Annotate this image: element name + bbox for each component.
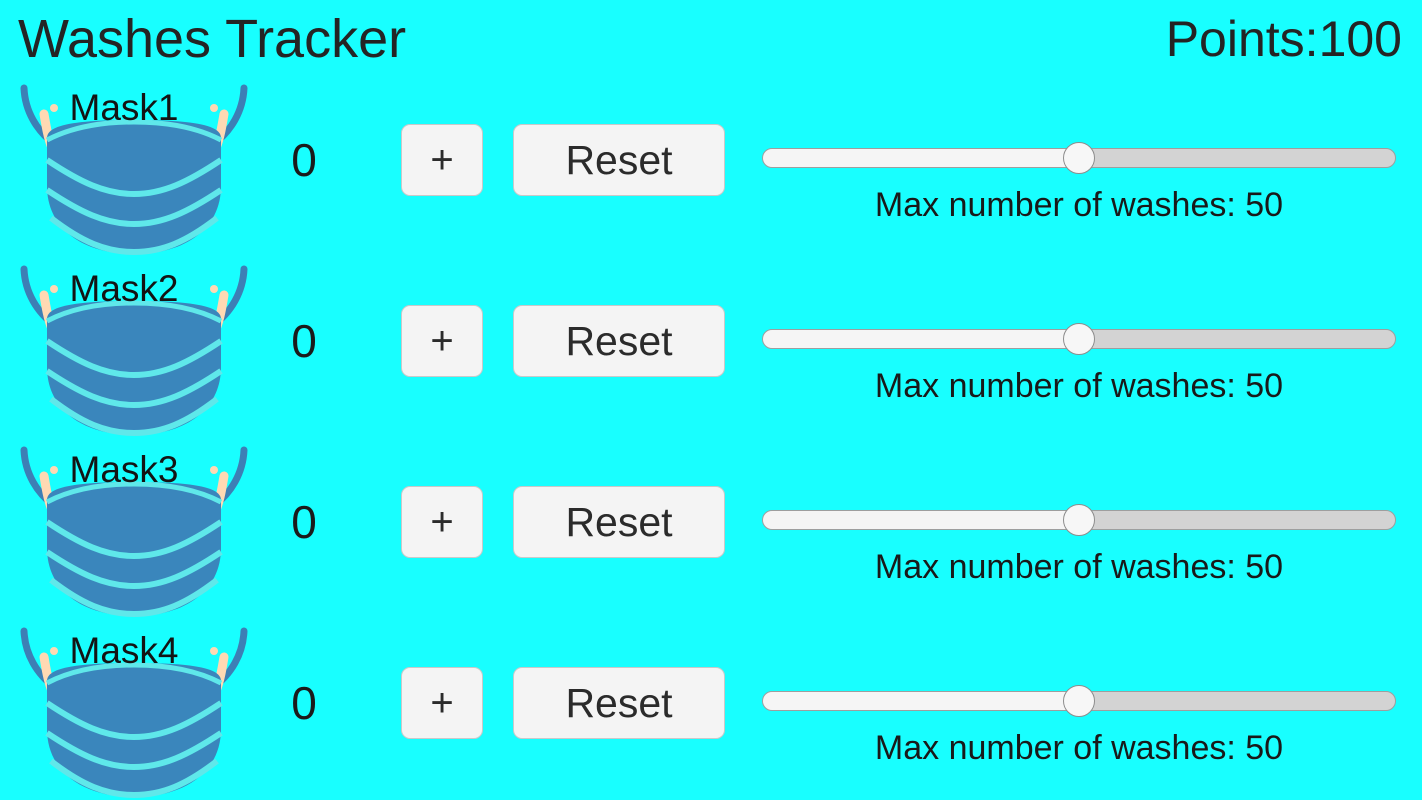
- slider-thumb[interactable]: [1063, 323, 1095, 355]
- reset-button[interactable]: Reset: [513, 667, 725, 739]
- wash-count: 0: [291, 134, 317, 186]
- increment-button[interactable]: +: [401, 486, 483, 558]
- slider-thumb[interactable]: [1063, 685, 1095, 717]
- face-mask-icon: [10, 263, 258, 441]
- max-washes-caption: Max number of washes: 50: [874, 367, 1284, 405]
- max-washes-caption: Max number of washes: 50: [874, 729, 1284, 767]
- increment-button[interactable]: +: [401, 667, 483, 739]
- max-washes-caption: Max number of washes: 50: [874, 186, 1284, 224]
- mask-row: Mask2 0 + Reset Max number of washes: 50: [0, 261, 1422, 442]
- app-header: Washes Tracker Points:100: [0, 0, 1422, 80]
- wash-count: 0: [291, 315, 317, 367]
- increment-button[interactable]: +: [401, 305, 483, 377]
- max-washes-caption: Max number of washes: 50: [874, 548, 1284, 586]
- points-display: Points:100: [1166, 6, 1402, 72]
- face-mask-icon: [10, 625, 258, 800]
- max-washes-slider[interactable]: [760, 683, 1398, 723]
- mask-row: Mask3 0 + Reset Max number of washes: 50: [0, 442, 1422, 623]
- reset-button[interactable]: Reset: [513, 124, 725, 196]
- face-mask-icon: [10, 82, 258, 260]
- slider-fill: [763, 511, 1079, 529]
- points-label: Points:: [1165, 11, 1319, 67]
- max-washes-slider[interactable]: [760, 140, 1398, 180]
- points-value: 100: [1318, 11, 1402, 67]
- slider-fill: [763, 330, 1079, 348]
- slider-fill: [763, 149, 1079, 167]
- wash-count: 0: [291, 677, 317, 729]
- increment-button[interactable]: +: [401, 124, 483, 196]
- slider-thumb[interactable]: [1063, 142, 1095, 174]
- mask-row: Mask4 0 + Reset Max number of washes: 50: [0, 623, 1422, 800]
- page-title: Washes Tracker: [18, 9, 407, 69]
- face-mask-icon: [10, 444, 258, 622]
- slider-fill: [763, 692, 1079, 710]
- max-washes-slider[interactable]: [760, 502, 1398, 542]
- wash-count: 0: [291, 496, 317, 548]
- mask-row: Mask1 0 + Reset Max number of washes: 50: [0, 80, 1422, 261]
- max-washes-slider[interactable]: [760, 321, 1398, 361]
- reset-button[interactable]: Reset: [513, 486, 725, 558]
- reset-button[interactable]: Reset: [513, 305, 725, 377]
- slider-thumb[interactable]: [1063, 504, 1095, 536]
